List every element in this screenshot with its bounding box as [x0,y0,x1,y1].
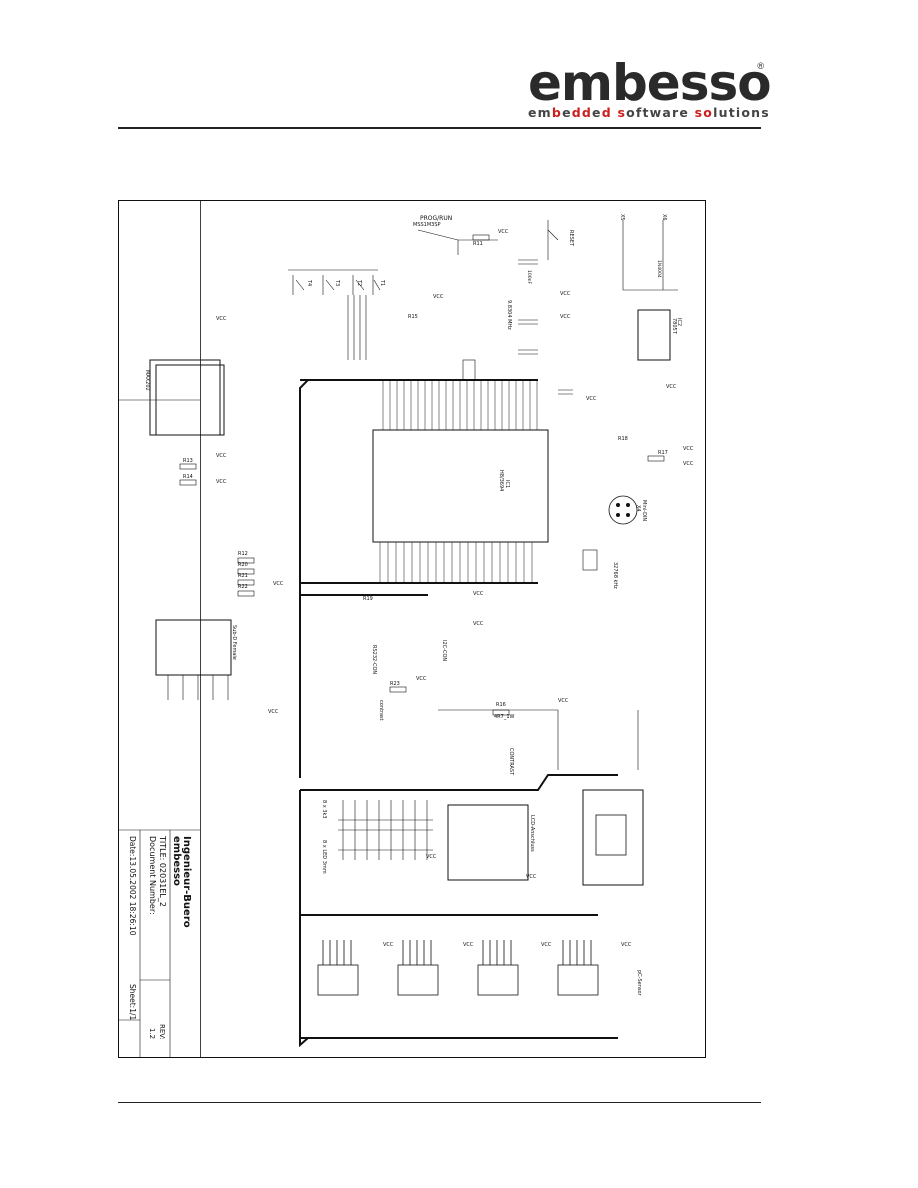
svg-text:VCC: VCC [586,396,597,402]
ic1-mcu: IC1 H8/3694 [372,380,549,583]
schematic-drawing: Ingenieur-Buero embesso TITLE: 02031EL_2… [118,200,706,1058]
svg-text:H8/3694: H8/3694 [498,470,504,491]
max202-ic: MAX202 [144,359,225,436]
svg-text:R16: R16 [496,702,506,708]
title-doc-title: TITLE: 02031EL_2 [158,835,167,907]
svg-text:VCC: VCC [621,942,632,948]
svg-text:9.8304 MHz: 9.8304 MHz [506,300,512,330]
svg-text:R15: R15 [408,314,418,320]
logo-tagline: embedded software solutions [528,105,770,120]
svg-text:X5: X5 [619,214,625,221]
capacitors [518,259,573,395]
svg-text:R19: R19 [363,596,373,602]
svg-text:VCC: VCC [666,384,677,390]
title-block: Ingenieur-Buero embesso TITLE: 02031EL_2… [118,829,200,1058]
title-company2: embesso [171,836,182,886]
title-company: Ingenieur-Buero [181,836,192,928]
svg-text:Sub-D Female: Sub-D Female [231,625,237,660]
header-rule [118,127,761,129]
svg-text:32768 kHz: 32768 kHz [612,562,618,589]
mini-din-connector: Mini-DIN X4 [608,495,647,525]
svg-text:VCC: VCC [498,229,509,235]
svg-text:VCC: VCC [268,709,279,715]
svg-text:contrast: contrast [378,700,384,721]
title-date: Date:13.05.2002 18:26:10 [128,836,137,936]
logo-registered-mark: ® [757,61,764,71]
svg-text:RS232-CON: RS232-CON [371,645,377,674]
title-rev: REV: [158,1024,166,1040]
led-array [338,800,433,860]
title-sheet: Sheet:1/1 [128,984,137,1021]
svg-text:LCD-Anschluss: LCD-Anschluss [529,815,535,852]
schematic-sheet: Ingenieur-Buero embesso TITLE: 02031EL_2… [118,200,706,1058]
svg-text:VCC: VCC [273,581,284,587]
svg-text:CONTRAST: CONTRAST [508,748,514,776]
svg-text:R14: R14 [183,474,193,480]
svg-text:T1: T1 [379,279,385,286]
svg-text:VCC: VCC [433,294,444,300]
svg-text:I2C-CON: I2C-CON [441,640,447,661]
svg-text:T3: T3 [334,279,340,286]
svg-text:pC-Sensor: pC-Sensor [636,970,642,997]
power-labels: VCC VCC VCC VCC VCC VCC VCC VCC VCC VCC … [216,229,694,948]
svg-text:PROG/RUN: PROG/RUN [420,215,452,222]
svg-text:MAX202: MAX202 [144,370,150,391]
svg-text:VCC: VCC [541,942,552,948]
svg-text:R18: R18 [618,436,628,442]
svg-text:VCC: VCC [216,453,227,459]
svg-text:R11: R11 [473,241,483,247]
lcd-connector: LCD-Anschluss [447,804,535,881]
svg-text:R12: R12 [238,551,248,557]
title-doc-number: Document Number: [148,836,157,915]
svg-text:VCC: VCC [473,621,484,627]
svg-text:8 x LED 3mm: 8 x LED 3mm [321,840,327,874]
svg-text:VCC: VCC [383,942,394,948]
svg-text:VCC: VCC [463,942,474,948]
footer-rule [118,1102,761,1103]
svg-text:VCC: VCC [558,698,569,704]
bottom-connectors [317,940,599,996]
svg-text:VCC: VCC [416,676,427,682]
svg-text:VCC: VCC [216,479,227,485]
svg-text:7805T: 7805T [671,318,677,335]
title-rev-value: 1.2 [148,1028,156,1039]
switches [288,269,381,360]
svg-text:4R7_1W: 4R7_1W [494,714,515,720]
bus-lines [299,379,618,1048]
prog-run-switch [417,220,559,260]
embesso-logo: embesso ® embedded software solutions [520,54,772,125]
svg-text:Mini-DIN: Mini-DIN [641,500,647,521]
svg-text:VCC: VCC [473,591,484,597]
logo-wordmark: embesso [528,54,772,112]
svg-text:X6: X6 [661,214,667,221]
display-module [582,789,644,886]
svg-text:8 x 3k3: 8 x 3k3 [321,800,327,819]
sub-d-connector: Sub-D Female [155,619,237,700]
svg-text:T4: T4 [306,279,312,286]
resistors [179,234,665,716]
svg-text:VCC: VCC [560,291,571,297]
svg-text:X4: X4 [635,505,641,512]
svg-text:R13: R13 [183,458,193,464]
svg-text:IC2: IC2 [676,318,682,326]
svg-text:IC1: IC1 [504,480,510,488]
svg-text:VCC: VCC [560,314,571,320]
svg-text:R21: R21 [238,573,248,579]
ic2-regulator: IC2 7805T [637,309,682,361]
svg-text:1N4004: 1N4004 [656,260,662,278]
svg-text:R22: R22 [238,584,248,590]
svg-text:R17: R17 [658,450,668,456]
svg-text:VCC: VCC [526,874,537,880]
svg-text:100nF: 100nF [526,270,532,284]
svg-text:MSS1M3SP: MSS1M3SP [413,222,441,228]
svg-text:R23: R23 [390,681,400,687]
svg-text:VCC: VCC [683,461,694,467]
svg-text:VCC: VCC [683,446,694,452]
svg-text:RESET: RESET [568,230,574,247]
svg-text:VCC: VCC [216,316,227,322]
svg-text:T2: T2 [356,279,362,286]
svg-text:R20: R20 [238,562,248,568]
svg-text:VCC: VCC [426,854,437,860]
resistor-labels: R11 R13 R14 R15 R17 R18 R12 R20 R21 R22 … [183,241,668,687]
